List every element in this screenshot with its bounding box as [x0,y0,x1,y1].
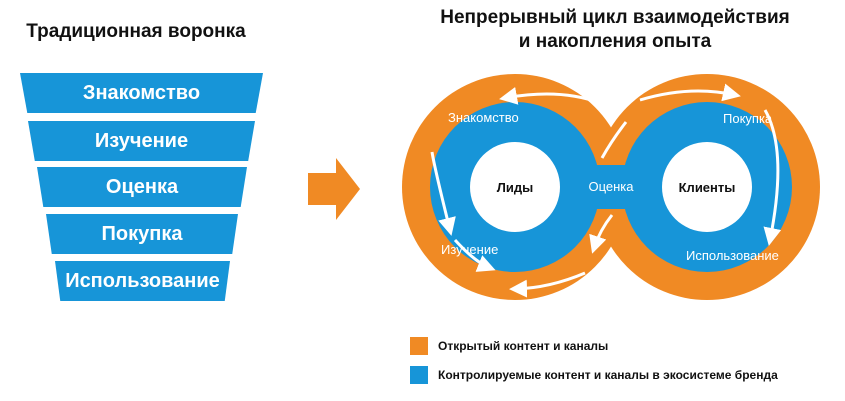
cycle-title: Непрерывный цикл взаимодействия и накопл… [395,6,835,54]
funnel-stage-purchase: Покупка [46,214,238,254]
funnel-stage-awareness: Знакомство [20,73,263,113]
flow-arrow-top-left [430,151,456,236]
flow-arrow-top-center [499,87,601,105]
flow-arrow-right-side [763,109,782,246]
legend-controlled-label: Контролируемые контент и каналы в экосис… [438,368,778,382]
cycle-title-line2: и накопления опыта [518,31,712,52]
label-awareness: Знакомство [448,110,519,125]
leads-label: Лиды [497,180,533,195]
customers-circle [662,142,752,232]
customers-label: Клиенты [679,180,736,195]
legend-swatch-blue [410,366,428,384]
label-purchase: Покупка [723,111,773,126]
label-usage: Использование [686,248,779,263]
funnel-title: Традиционная воронка [26,21,246,42]
funnel-stage-usage: Использование [55,261,230,301]
funnel-stage-evaluation: Оценка [37,167,247,207]
funnel-stage-research: Изучение [28,121,255,161]
flow-arrow-center-cross [600,121,628,159]
flow-arrow-bottom-center [509,271,586,298]
label-evaluation: Оценка [588,179,634,194]
flow-arrow-top-right [639,83,741,102]
blue-loop-bridge [585,165,637,209]
legend-swatch-orange [410,337,428,355]
label-research: Изучение [441,242,498,257]
legend-open-label: Открытый контент и каналы [438,339,609,353]
flow-arrow-bottom-left [453,238,496,272]
transition-arrow [308,158,360,220]
legend-controlled: Контролируемые контент и каналы в экосис… [410,366,778,384]
legend-open: Открытый контент и каналы [410,337,608,355]
flow-arrow-center-cross-lower [589,214,614,254]
leads-circle [470,142,560,232]
cycle-title-line1: Непрерывный цикл взаимодействия [440,7,790,28]
